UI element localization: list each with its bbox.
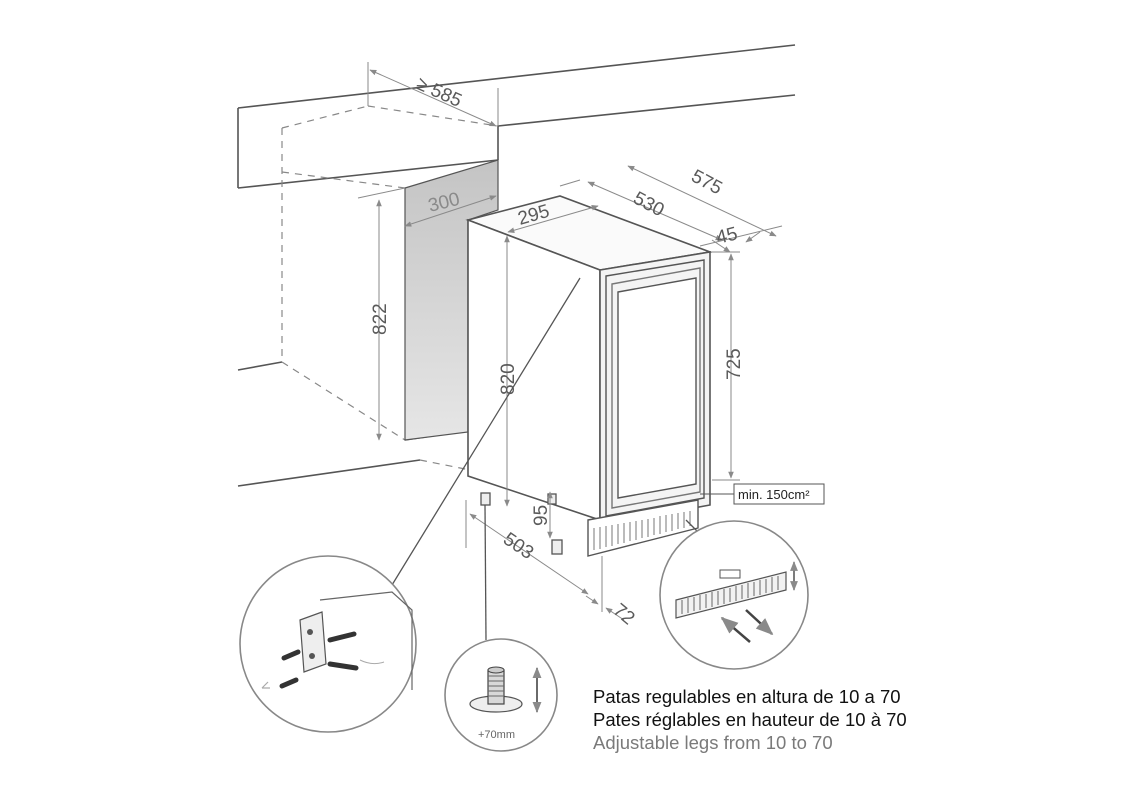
detail-leg: +70mm (444, 638, 558, 752)
dim-label-95: 95 (531, 505, 552, 526)
caption-english: Adjustable legs from 10 to 70 (593, 732, 833, 753)
dim-base-depth: 503 (465, 500, 589, 595)
dim-label-822: 822 (370, 303, 391, 335)
caption-french: Pates réglables en hauteur de 10 à 70 (593, 709, 907, 730)
detail-bracket (239, 555, 417, 733)
door (605, 259, 705, 517)
dim-plinth-setback (585, 556, 625, 621)
dim-label-530: 530 (630, 188, 668, 221)
worktop (237, 44, 796, 189)
dim-unit-depth (559, 165, 783, 253)
dim-label-725: 725 (724, 348, 745, 380)
vent-grille (593, 511, 691, 550)
dim-label-820: 820 (498, 363, 519, 395)
dim-label-503: 503 (499, 529, 537, 564)
leg-adjust-label: +70mm (478, 729, 515, 741)
dim-label-45: 45 (714, 223, 740, 248)
dim-label-575: 575 (688, 166, 726, 199)
ventilation-label: min. 150cm² (738, 487, 810, 502)
ventilation-callout: min. 150cm² (700, 483, 825, 505)
dim-label-72: 72 (609, 600, 639, 630)
detail-vent (659, 520, 809, 670)
dim-door-height: 725 (712, 251, 745, 481)
dim-niche-height: 822 (357, 187, 406, 441)
dim-label-585: ≥ 585 (413, 73, 465, 111)
caption-spanish: Patas regulables en altura de 10 a 70 (593, 686, 901, 707)
